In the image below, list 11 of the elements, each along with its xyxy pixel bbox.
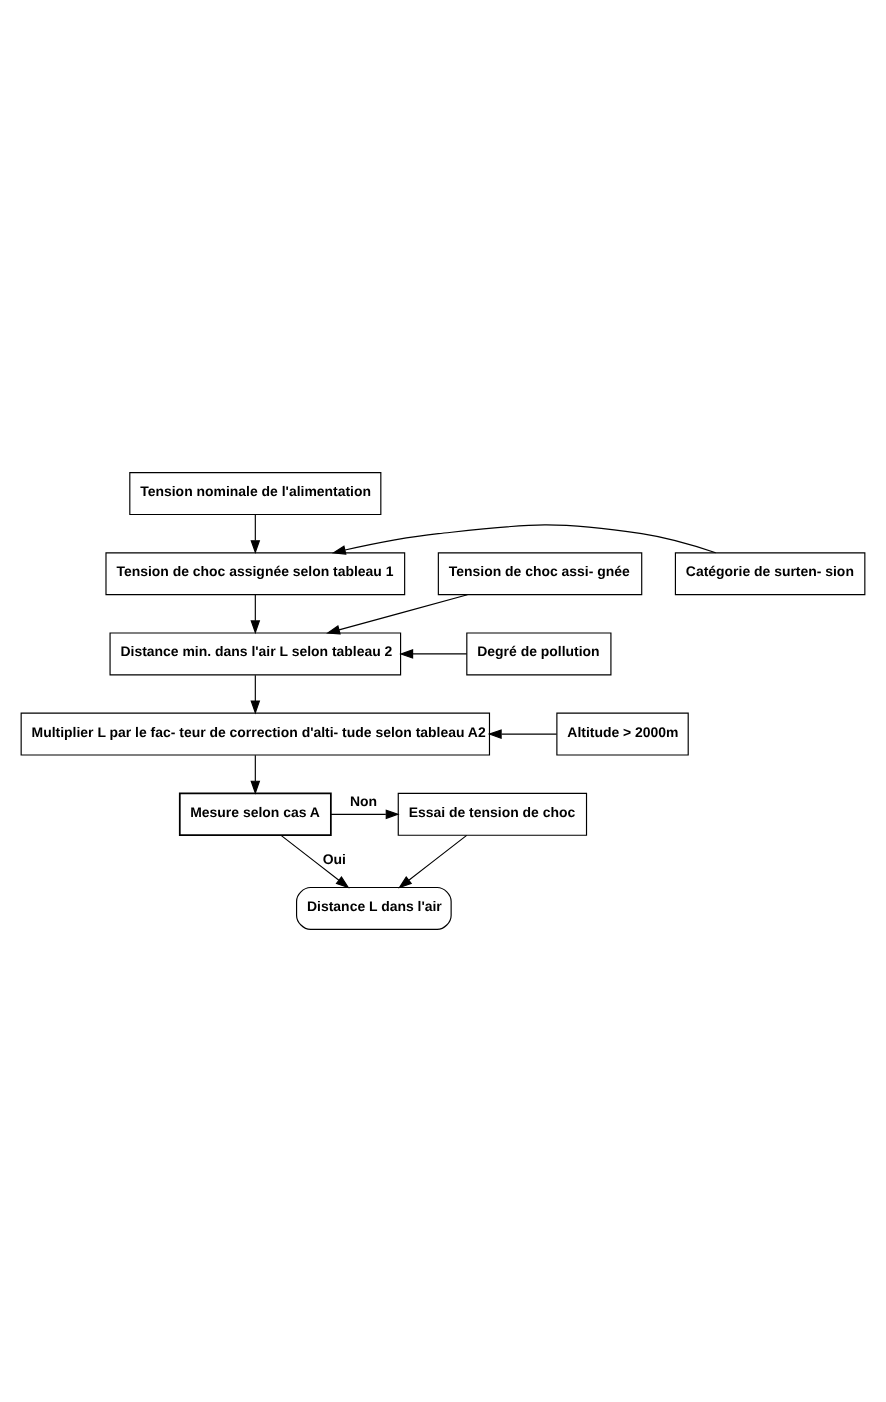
arrow: [250, 514, 261, 555]
arrow: [330, 809, 400, 820]
arrow: [250, 594, 261, 635]
arrow: [331, 524, 717, 555]
arrow: [250, 754, 261, 795]
arrow: [250, 674, 261, 715]
arrow: [487, 729, 558, 739]
arrow: [399, 649, 468, 659]
arrow: [326, 594, 469, 635]
arrow: [280, 834, 350, 889]
arrow: [398, 834, 468, 889]
